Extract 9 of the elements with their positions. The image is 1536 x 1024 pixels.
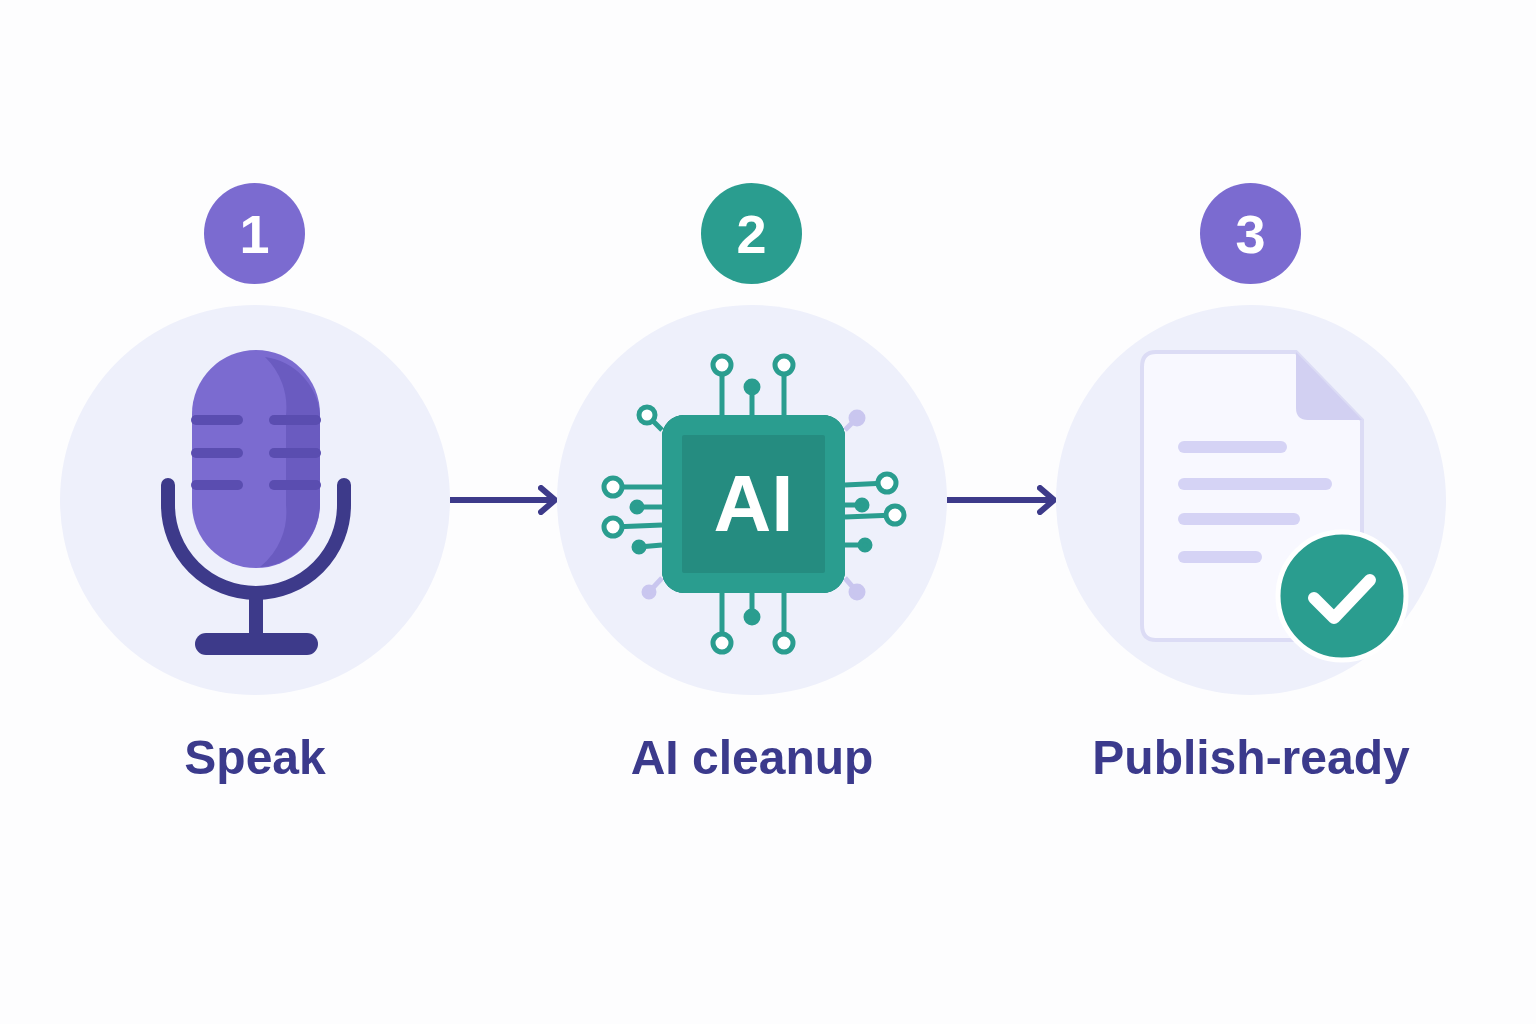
- step-label: Speak: [184, 730, 326, 786]
- chip-box: AI: [662, 415, 845, 593]
- step-number: 2: [701, 183, 802, 284]
- arrow: [450, 485, 558, 515]
- step-number: 1: [204, 183, 305, 284]
- step-label: Publish-ready: [1092, 730, 1410, 786]
- arrow: [947, 485, 1057, 515]
- step-label: AI cleanup: [630, 730, 874, 786]
- step-number: 3: [1200, 183, 1301, 284]
